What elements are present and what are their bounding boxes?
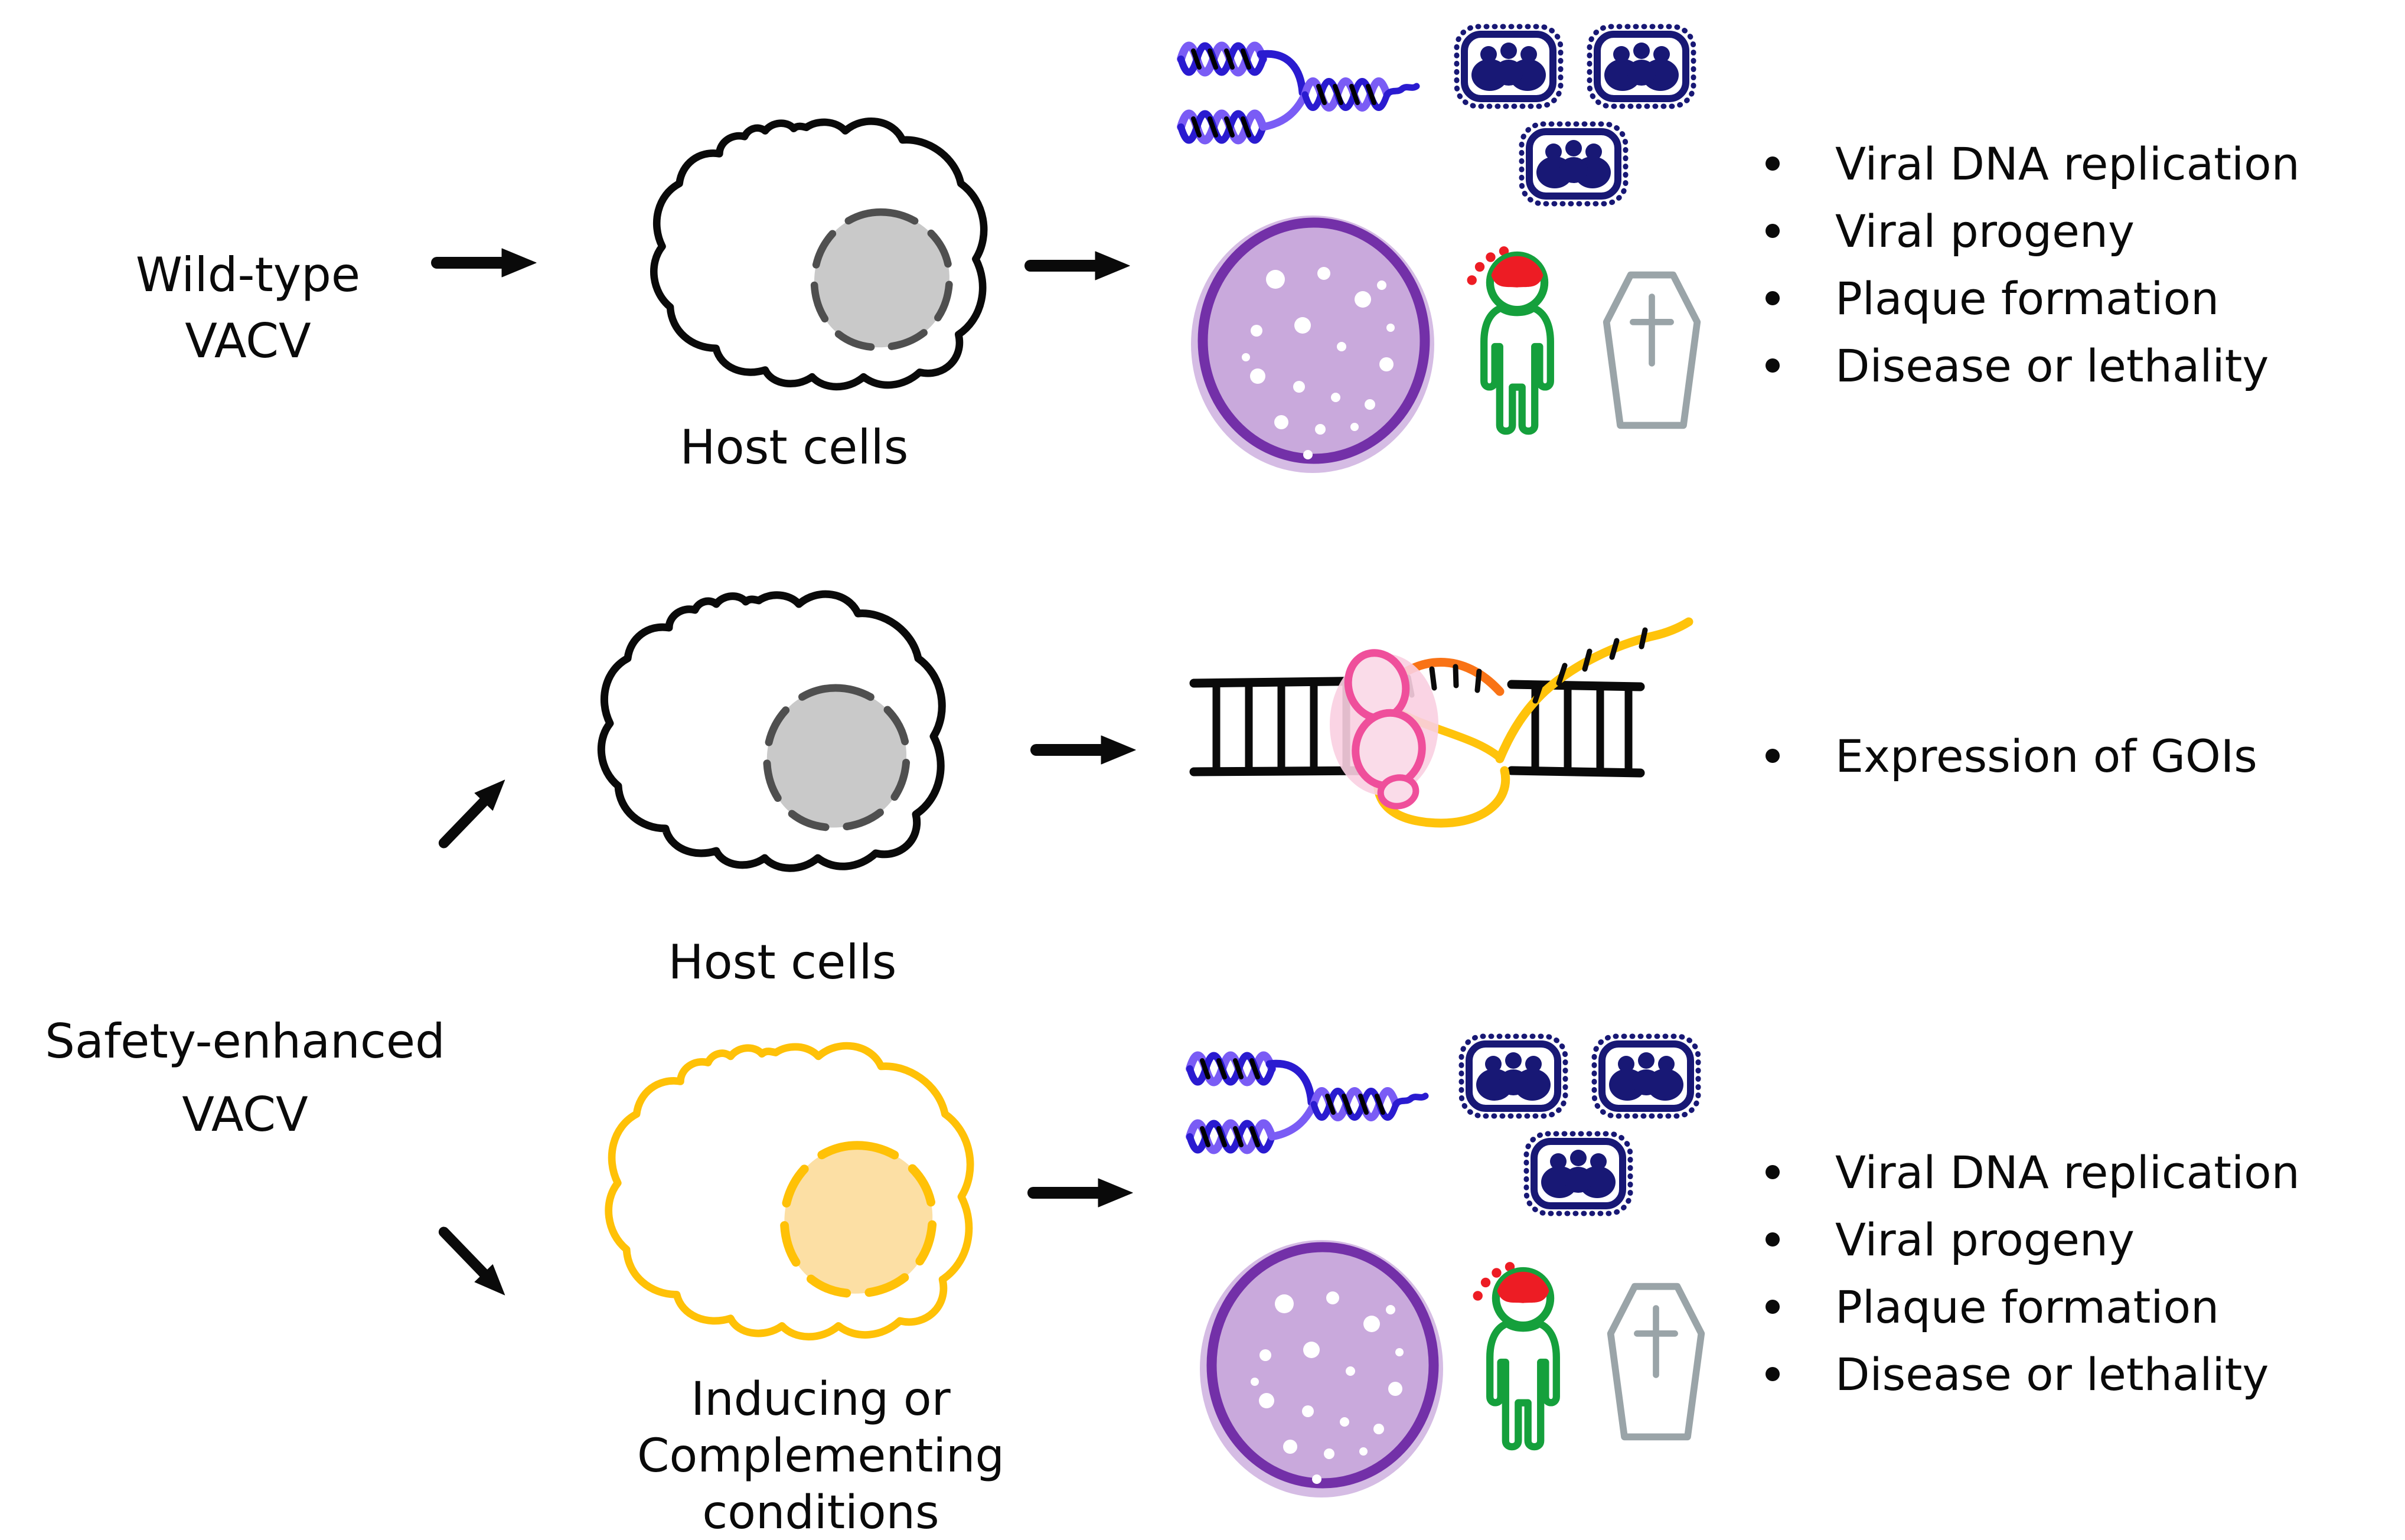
- polymerase-lobe: [1377, 774, 1419, 810]
- outcome-item: Plaque formation: [1742, 1273, 2300, 1340]
- dna-replication-fork-icon: [1177, 41, 1420, 145]
- dna-replication-fork-icon: [1186, 1051, 1429, 1154]
- virion-icon: [1454, 24, 1564, 109]
- right-arrow-icon: [1027, 1178, 1133, 1208]
- down-right-arrow-icon: [438, 1226, 505, 1296]
- coffin-icon: [1603, 271, 1701, 429]
- virion-core: [1471, 43, 1546, 91]
- right-arrow-icon: [431, 248, 537, 278]
- outcome-item-label: Plaque formation: [1835, 272, 2220, 325]
- plaque-spots: [1242, 267, 1395, 459]
- outcome-item-label: Disease or lethality: [1835, 1348, 2269, 1401]
- outcome-item-label: Plaque formation: [1835, 1280, 2220, 1333]
- bullet-dot: [1766, 224, 1780, 238]
- coffin-icon: [1607, 1283, 1705, 1441]
- inducing-label-line3: conditions: [702, 1486, 939, 1539]
- plaque-icon: [1191, 216, 1434, 473]
- outcome-list-host-cells: Expression of GOIs: [1742, 722, 2257, 789]
- bullet-dot: [1766, 1300, 1780, 1314]
- transcription-icon: [1189, 617, 1693, 828]
- right-arrow-icon: [1024, 251, 1130, 280]
- outcome-item: Expression of GOIs: [1742, 722, 2257, 789]
- outcome-item: Viral DNA replication: [1742, 1138, 2300, 1206]
- outcome-list-wild-type: Viral DNA replication Viral progeny Plaq…: [1742, 130, 2300, 399]
- outcome-item: Viral progeny: [1742, 197, 2300, 265]
- outcome-item-label: Viral DNA replication: [1835, 1146, 2300, 1199]
- wild-type-vacv-label: Wild-type VACV: [77, 242, 419, 374]
- right-arrow-icon: [1030, 735, 1136, 765]
- person-body: [1480, 304, 1554, 435]
- wild-type-vacv-label-line1: Wild-type: [135, 247, 361, 302]
- outcome-item-label: Disease or lethality: [1835, 339, 2269, 392]
- outcome-list-inducing: Viral DNA replication Viral progeny Plaq…: [1742, 1138, 2300, 1408]
- inducing-label-line1: Inducing or: [691, 1373, 951, 1426]
- outcome-item: Viral DNA replication: [1742, 130, 2300, 197]
- bullet-dot: [1766, 291, 1780, 305]
- bullet-dot: [1766, 358, 1780, 373]
- virion-icon: [1591, 1033, 1701, 1119]
- host-cells-label-row2: Host cells: [668, 935, 897, 990]
- outcome-item-label: Viral DNA replication: [1835, 137, 2300, 190]
- cell-nucleus: [810, 208, 954, 351]
- bullet-dot: [1766, 749, 1780, 763]
- bullet-dot: [1766, 156, 1780, 171]
- outcome-item-label: Expression of GOIs: [1835, 729, 2257, 782]
- outcome-item-label: Viral progeny: [1835, 204, 2135, 257]
- cell-nucleus: [780, 1141, 937, 1298]
- outcome-item: Disease or lethality: [1742, 332, 2300, 399]
- sick-person-icon: [1467, 246, 1554, 435]
- up-right-arrow-icon: [438, 779, 505, 849]
- virion-icon: [1458, 1033, 1568, 1119]
- wild-type-vacv-label-line2: VACV: [185, 314, 311, 368]
- virion-icon: [1519, 121, 1629, 207]
- bullet-dot: [1766, 1165, 1780, 1179]
- virion-icon: [1523, 1131, 1633, 1216]
- host-cells-label-row1: Host cells: [680, 420, 909, 475]
- inducing-conditions-label: Inducing or Complementing conditions: [602, 1371, 1039, 1540]
- bullet-dot: [1766, 1367, 1780, 1381]
- host-cell-icon: [650, 118, 988, 391]
- outcome-item: Plaque formation: [1742, 265, 2300, 332]
- safety-enhanced-vacv-label: Safety-enhanced VACV: [6, 1005, 484, 1151]
- virion-icon: [1587, 24, 1696, 109]
- fever-dashes: [1467, 246, 1509, 285]
- outcome-item-label: Viral progeny: [1835, 1213, 2135, 1266]
- safety-enhanced-label-line2: VACV: [182, 1087, 308, 1142]
- inducing-label-line2: Complementing: [637, 1430, 1004, 1483]
- fever-head-patch: [1491, 256, 1543, 288]
- bullet-dot: [1766, 1232, 1780, 1247]
- plaque-icon: [1200, 1240, 1443, 1497]
- dna-ladder-right: [1507, 680, 1645, 778]
- safety-enhanced-label-line1: Safety-enhanced: [45, 1014, 445, 1069]
- complementing-cell-icon: [605, 1042, 974, 1341]
- outcome-item: Disease or lethality: [1742, 1340, 2300, 1408]
- cell-nucleus: [763, 684, 911, 831]
- sick-person-icon: [1473, 1262, 1560, 1451]
- outcome-item: Viral progeny: [1742, 1206, 2300, 1273]
- host-cell-icon: [597, 590, 946, 872]
